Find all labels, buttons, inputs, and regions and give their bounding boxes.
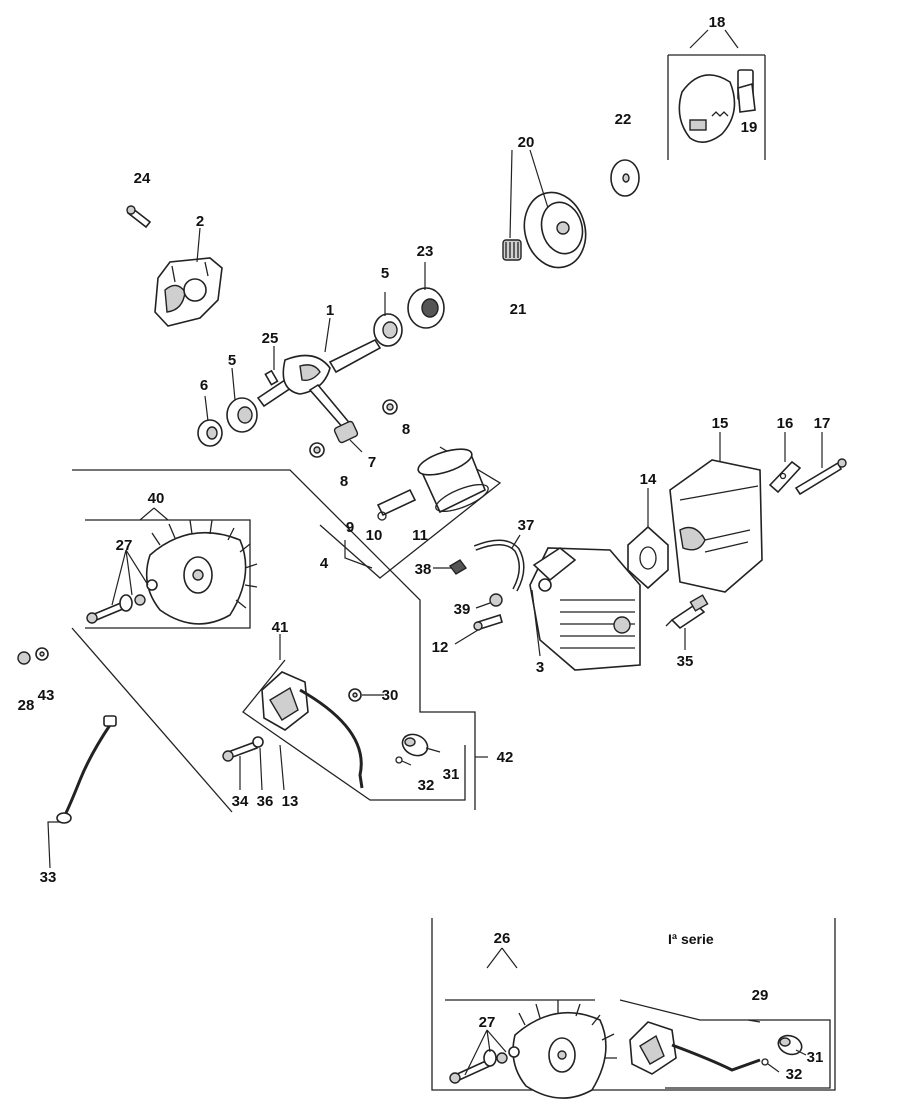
needle-bearing-20 — [502, 239, 522, 261]
spark-plug-35 — [665, 594, 709, 630]
seal-23 — [407, 287, 445, 329]
flywheel-hardware-27 — [86, 579, 158, 624]
first-series-note: Iª serie — [668, 931, 714, 947]
spring-32-first-series — [761, 1058, 769, 1066]
label-14: 14 — [640, 471, 657, 488]
piston-pin-10 — [376, 488, 417, 517]
seal-6 — [197, 419, 223, 447]
boot-31 — [401, 733, 429, 757]
impulse-hose-37 — [473, 539, 525, 592]
label-35: 35 — [677, 653, 694, 670]
label-38: 38 — [415, 561, 432, 578]
flywheel-hardware-27-first-series — [449, 1046, 520, 1084]
spring-32 — [395, 756, 403, 764]
needle-bearing-7 — [333, 420, 359, 444]
label-43: 43 — [38, 687, 55, 704]
group-outline-18 — [667, 54, 766, 160]
label-17: 17 — [814, 415, 831, 432]
bolt-12 — [473, 613, 503, 631]
flywheel-26 — [512, 1000, 617, 1099]
label-33: 33 — [40, 869, 57, 886]
group-outline-first-series — [431, 918, 836, 1091]
flywheel-40 — [145, 519, 258, 625]
label-2: 2 — [196, 213, 204, 230]
cylinder-3 — [529, 547, 641, 671]
washer-22 — [610, 159, 640, 197]
group-outline-41 — [242, 659, 466, 801]
label-15: 15 — [712, 415, 729, 432]
clutch-spring-19 — [711, 111, 729, 117]
clamp-38 — [448, 559, 468, 575]
label-41: 41 — [272, 619, 289, 636]
screw-17 — [794, 458, 847, 496]
reference-numbers: 1 2 3 4 5 5 6 7 8 8 9 10 11 12 13 14 15 … — [18, 14, 831, 1083]
label-8-right: 8 — [402, 421, 410, 438]
label-37: 37 — [518, 517, 535, 534]
label-9: 9 — [346, 519, 354, 536]
label-20: 20 — [518, 134, 535, 151]
label-7: 7 — [368, 454, 376, 471]
label-39: 39 — [454, 601, 471, 618]
bearing-5-right — [373, 313, 403, 347]
label-16: 16 — [777, 415, 794, 432]
muffler-15 — [669, 459, 763, 593]
ground-wire-33 — [56, 715, 117, 824]
label-22: 22 — [615, 111, 632, 128]
label-32-first-series: 32 — [786, 1066, 803, 1083]
label-18: 18 — [709, 14, 726, 31]
washer-8-lower — [309, 442, 325, 458]
label-29: 29 — [752, 987, 769, 1004]
label-24: 24 — [134, 170, 151, 187]
coil-screws-34-36 — [222, 736, 264, 762]
grommet-30 — [348, 688, 362, 702]
label-11: 11 — [412, 527, 428, 544]
label-1: 1 — [326, 302, 334, 319]
nut-28 — [17, 651, 31, 665]
group-outline-42 — [71, 469, 488, 813]
key-25 — [264, 369, 279, 386]
label-27: 27 — [116, 537, 133, 554]
washer-8-right — [382, 399, 398, 415]
leader-lines — [47, 29, 823, 1076]
circlip-9 — [377, 511, 387, 521]
clutch-drum-21 — [523, 191, 587, 269]
boot-31-first-series — [777, 1034, 803, 1056]
label-8-lower: 8 — [340, 473, 348, 490]
label-4: 4 — [320, 555, 329, 572]
label-36: 36 — [257, 793, 274, 810]
label-32: 32 — [418, 777, 435, 794]
crankshaft — [256, 338, 382, 432]
plate-16 — [768, 460, 802, 494]
label-40: 40 — [148, 490, 165, 507]
label-28: 28 — [18, 697, 35, 714]
label-21: 21 — [510, 301, 527, 318]
label-25: 25 — [262, 330, 279, 347]
ignition-coil-41 — [261, 671, 364, 789]
label-3: 3 — [536, 659, 544, 676]
crankcase-half — [154, 257, 223, 327]
label-31-first-series: 31 — [807, 1049, 824, 1066]
clutch-shoes-18 — [678, 69, 756, 143]
piston-11 — [417, 448, 489, 514]
label-34: 34 — [232, 793, 249, 810]
screw-24 — [126, 205, 152, 229]
label-31: 31 — [443, 766, 460, 783]
label-30: 30 — [382, 687, 399, 704]
label-5-lower: 5 — [228, 352, 236, 369]
bearing-5-left — [226, 397, 258, 433]
label-5-upper: 5 — [381, 265, 389, 282]
nut-39 — [489, 593, 503, 607]
label-10: 10 — [366, 527, 383, 544]
label-42: 42 — [497, 749, 514, 766]
washer-43 — [35, 647, 49, 661]
label-13: 13 — [282, 793, 299, 810]
label-12: 12 — [432, 639, 449, 656]
ignition-coil-29 — [629, 1021, 761, 1075]
label-27-first-series: 27 — [479, 1014, 496, 1031]
label-6: 6 — [200, 377, 208, 394]
label-19: 19 — [741, 119, 758, 136]
label-26: 26 — [494, 930, 511, 947]
label-23: 23 — [417, 243, 434, 260]
